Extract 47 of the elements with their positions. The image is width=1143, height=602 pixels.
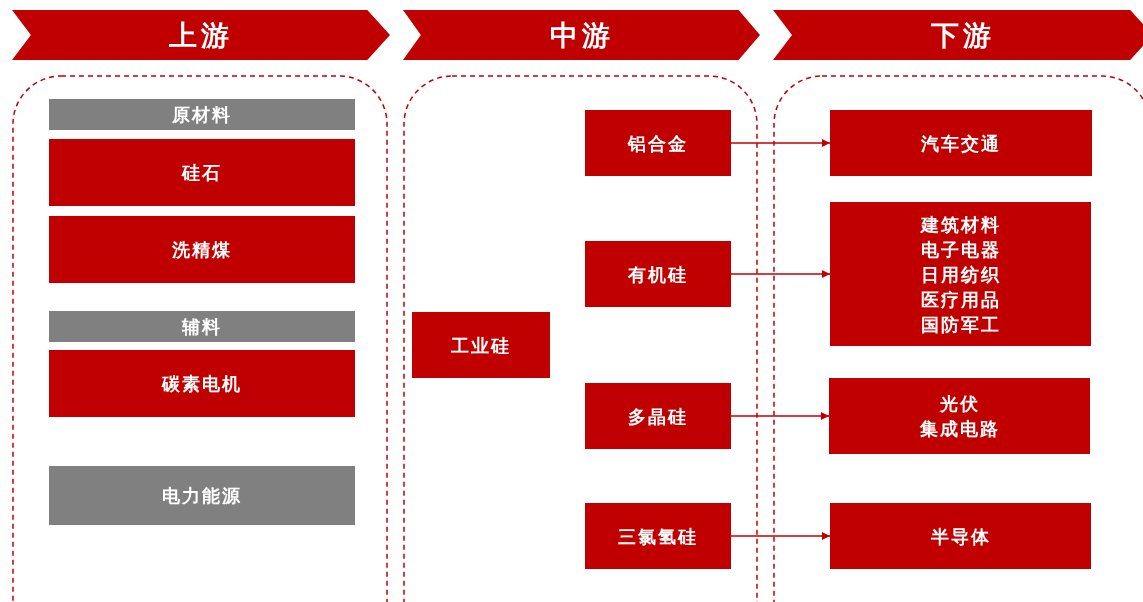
arrow (730, 412, 830, 420)
process-box (49, 139, 355, 206)
arrow (730, 270, 831, 278)
stage-header (12, 10, 390, 60)
box-label: 洗精煤 (172, 238, 232, 262)
box-label: 工业硅 (451, 333, 511, 358)
process-box (49, 350, 355, 417)
box-label: 有机硅 (628, 262, 688, 287)
box-label: 汽车交通 (921, 131, 1001, 156)
box-label: 国防军工 (920, 312, 1001, 337)
dashed-region (403, 75, 760, 602)
box-label: 辅料 (182, 315, 222, 339)
stage-title: 上游 (169, 22, 233, 48)
box-label: 集成电路 (919, 417, 1000, 441)
box-label: 碳素电机 (162, 372, 242, 396)
category-box (49, 466, 355, 525)
box-label: 半导体 (930, 524, 991, 549)
stage-title: 中游 (549, 22, 614, 48)
box-label: 光伏 (939, 392, 980, 416)
arrow (730, 532, 831, 540)
process-box (830, 202, 1091, 346)
process-box (830, 503, 1091, 569)
stage-header (773, 10, 1143, 60)
process-box (585, 503, 731, 569)
process-box (585, 110, 731, 176)
process-box (412, 312, 550, 378)
box-label: 电子电器 (920, 237, 1001, 262)
process-box (585, 241, 731, 307)
arrow (730, 139, 831, 147)
box-label: 铝合金 (628, 131, 688, 156)
box-label: 建筑材料 (920, 212, 1001, 237)
stage-header (403, 10, 760, 60)
process-box (585, 383, 731, 449)
box-label: 电力能源 (162, 484, 242, 508)
box-label: 医疗用品 (920, 287, 1001, 312)
process-box (49, 216, 355, 283)
box-label: 日用纺织 (920, 262, 1001, 287)
category-box (49, 99, 355, 130)
box-label: 三氯氢硅 (618, 524, 698, 549)
box-label: 多晶硅 (628, 404, 688, 429)
box-label: 原材料 (172, 103, 232, 127)
process-box (829, 378, 1090, 454)
category-box (49, 311, 355, 342)
dashed-region (12, 75, 390, 602)
box-label: 硅石 (182, 161, 222, 185)
stage-title: 下游 (931, 22, 995, 48)
process-box (830, 110, 1092, 176)
